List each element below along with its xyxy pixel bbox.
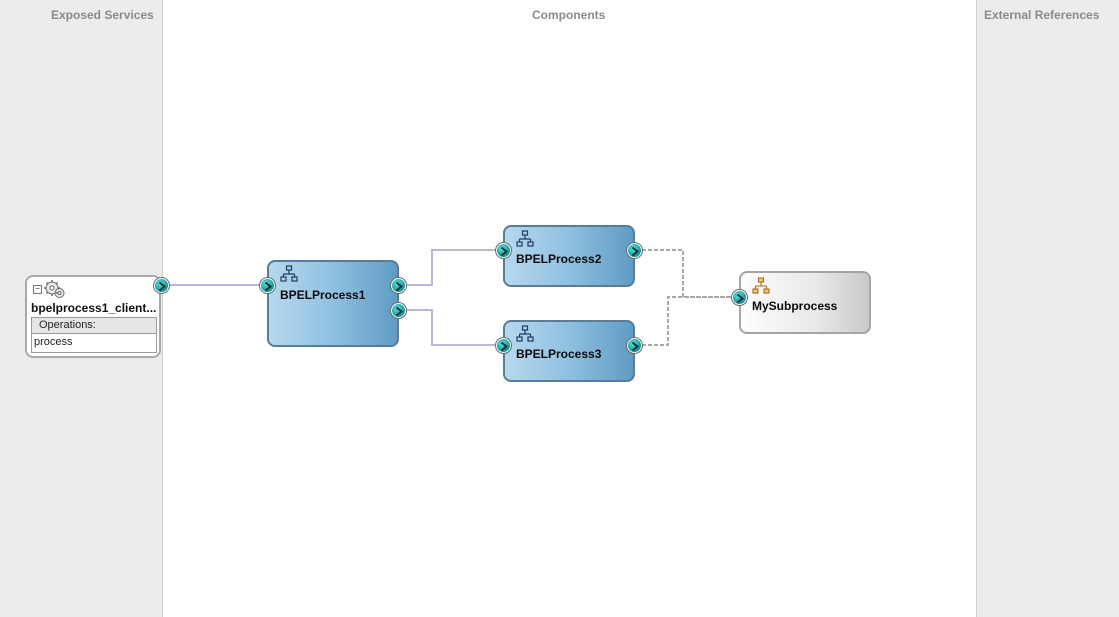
components-title: Components [532, 8, 606, 22]
wire-bpelprocess2-to-mysubprocess[interactable] [642, 249, 731, 298]
component-label: MySubprocess [752, 299, 838, 313]
exposed-services-title: Exposed Services [51, 8, 154, 22]
component-bpelprocess1[interactable]: BPELProcess1 [267, 260, 399, 347]
operations-panel: Operations: process [31, 317, 157, 353]
bpelprocess3-reference-port[interactable] [626, 337, 643, 354]
bpelprocess2-reference-port[interactable] [626, 242, 643, 259]
component-label: BPELProcess2 [516, 252, 602, 266]
bpel-process-icon [280, 265, 298, 288]
bpel-process-icon [516, 230, 534, 253]
bpelprocess2-inbound-port[interactable] [495, 242, 512, 259]
component-mysubprocess[interactable]: MySubprocess [739, 271, 871, 334]
component-label: BPELProcess3 [516, 347, 602, 361]
service-name: bpelprocess1_client... [31, 301, 157, 315]
external-references-title: External References [984, 8, 1100, 22]
component-bpelprocess3[interactable]: BPELProcess3 [503, 320, 635, 382]
component-label: BPELProcess1 [280, 288, 366, 302]
service-port[interactable] [153, 277, 170, 294]
subprocess-icon [752, 277, 770, 300]
operation-item[interactable]: process [34, 336, 73, 348]
gears-icon [44, 279, 66, 304]
bpelprocess1-inbound-port[interactable] [259, 277, 276, 294]
bpelprocess1-reference-port-2[interactable] [390, 302, 407, 319]
mysubprocess-inbound-port[interactable] [731, 289, 748, 306]
collapse-toggle-icon[interactable]: − [33, 285, 42, 294]
external-references-lane: External References [976, 0, 1119, 617]
wire-bpelprocess3-to-mysubprocess[interactable] [642, 296, 731, 346]
bpel-process-icon [516, 325, 534, 348]
bpelprocess3-inbound-port[interactable] [495, 337, 512, 354]
wire-bpelprocess1-to-bpelprocess3[interactable] [406, 309, 496, 346]
wire-bpelprocess1-to-bpelprocess2[interactable] [406, 249, 496, 286]
service-bpelprocess1-client[interactable]: − bpelprocess1_client... Operations: pro… [25, 275, 161, 358]
bpelprocess1-reference-port-1[interactable] [390, 277, 407, 294]
component-bpelprocess2[interactable]: BPELProcess2 [503, 225, 635, 287]
operations-header: Operations: [32, 318, 156, 334]
